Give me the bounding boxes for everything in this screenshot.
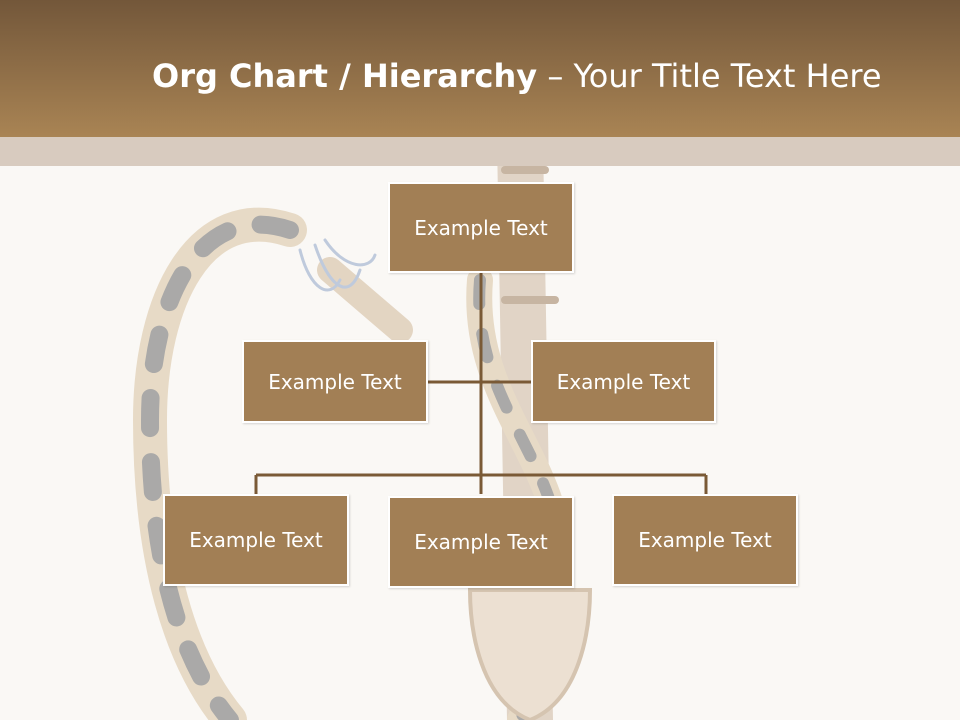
org-box-label: Example Text xyxy=(414,530,548,554)
org-box-label: Example Text xyxy=(268,369,402,394)
org-box-label: Example Text xyxy=(414,215,548,240)
header-band xyxy=(0,137,960,166)
page-title: Org Chart / Hierarchy – Your Title Text … xyxy=(152,54,882,98)
header-bar xyxy=(0,0,960,137)
title-light: Your Title Text Here xyxy=(573,57,882,95)
org-box-sub-2[interactable]: Example Text xyxy=(388,496,574,588)
org-box-label: Example Text xyxy=(556,369,691,394)
org-box-assistant-left[interactable]: Example Text xyxy=(242,340,428,423)
title-bold: Org Chart / Hierarchy xyxy=(152,57,538,95)
title-dash: – xyxy=(537,57,574,95)
org-box-sub-1[interactable]: Example Text xyxy=(163,494,349,586)
org-box-label: Example Text xyxy=(638,528,772,552)
org-box-label: Example Text xyxy=(189,528,323,552)
org-box-assistant-right[interactable]: Example Text xyxy=(531,340,716,423)
org-box-sub-3[interactable]: Example Text xyxy=(612,494,798,586)
org-box-top[interactable]: Example Text xyxy=(388,182,574,273)
